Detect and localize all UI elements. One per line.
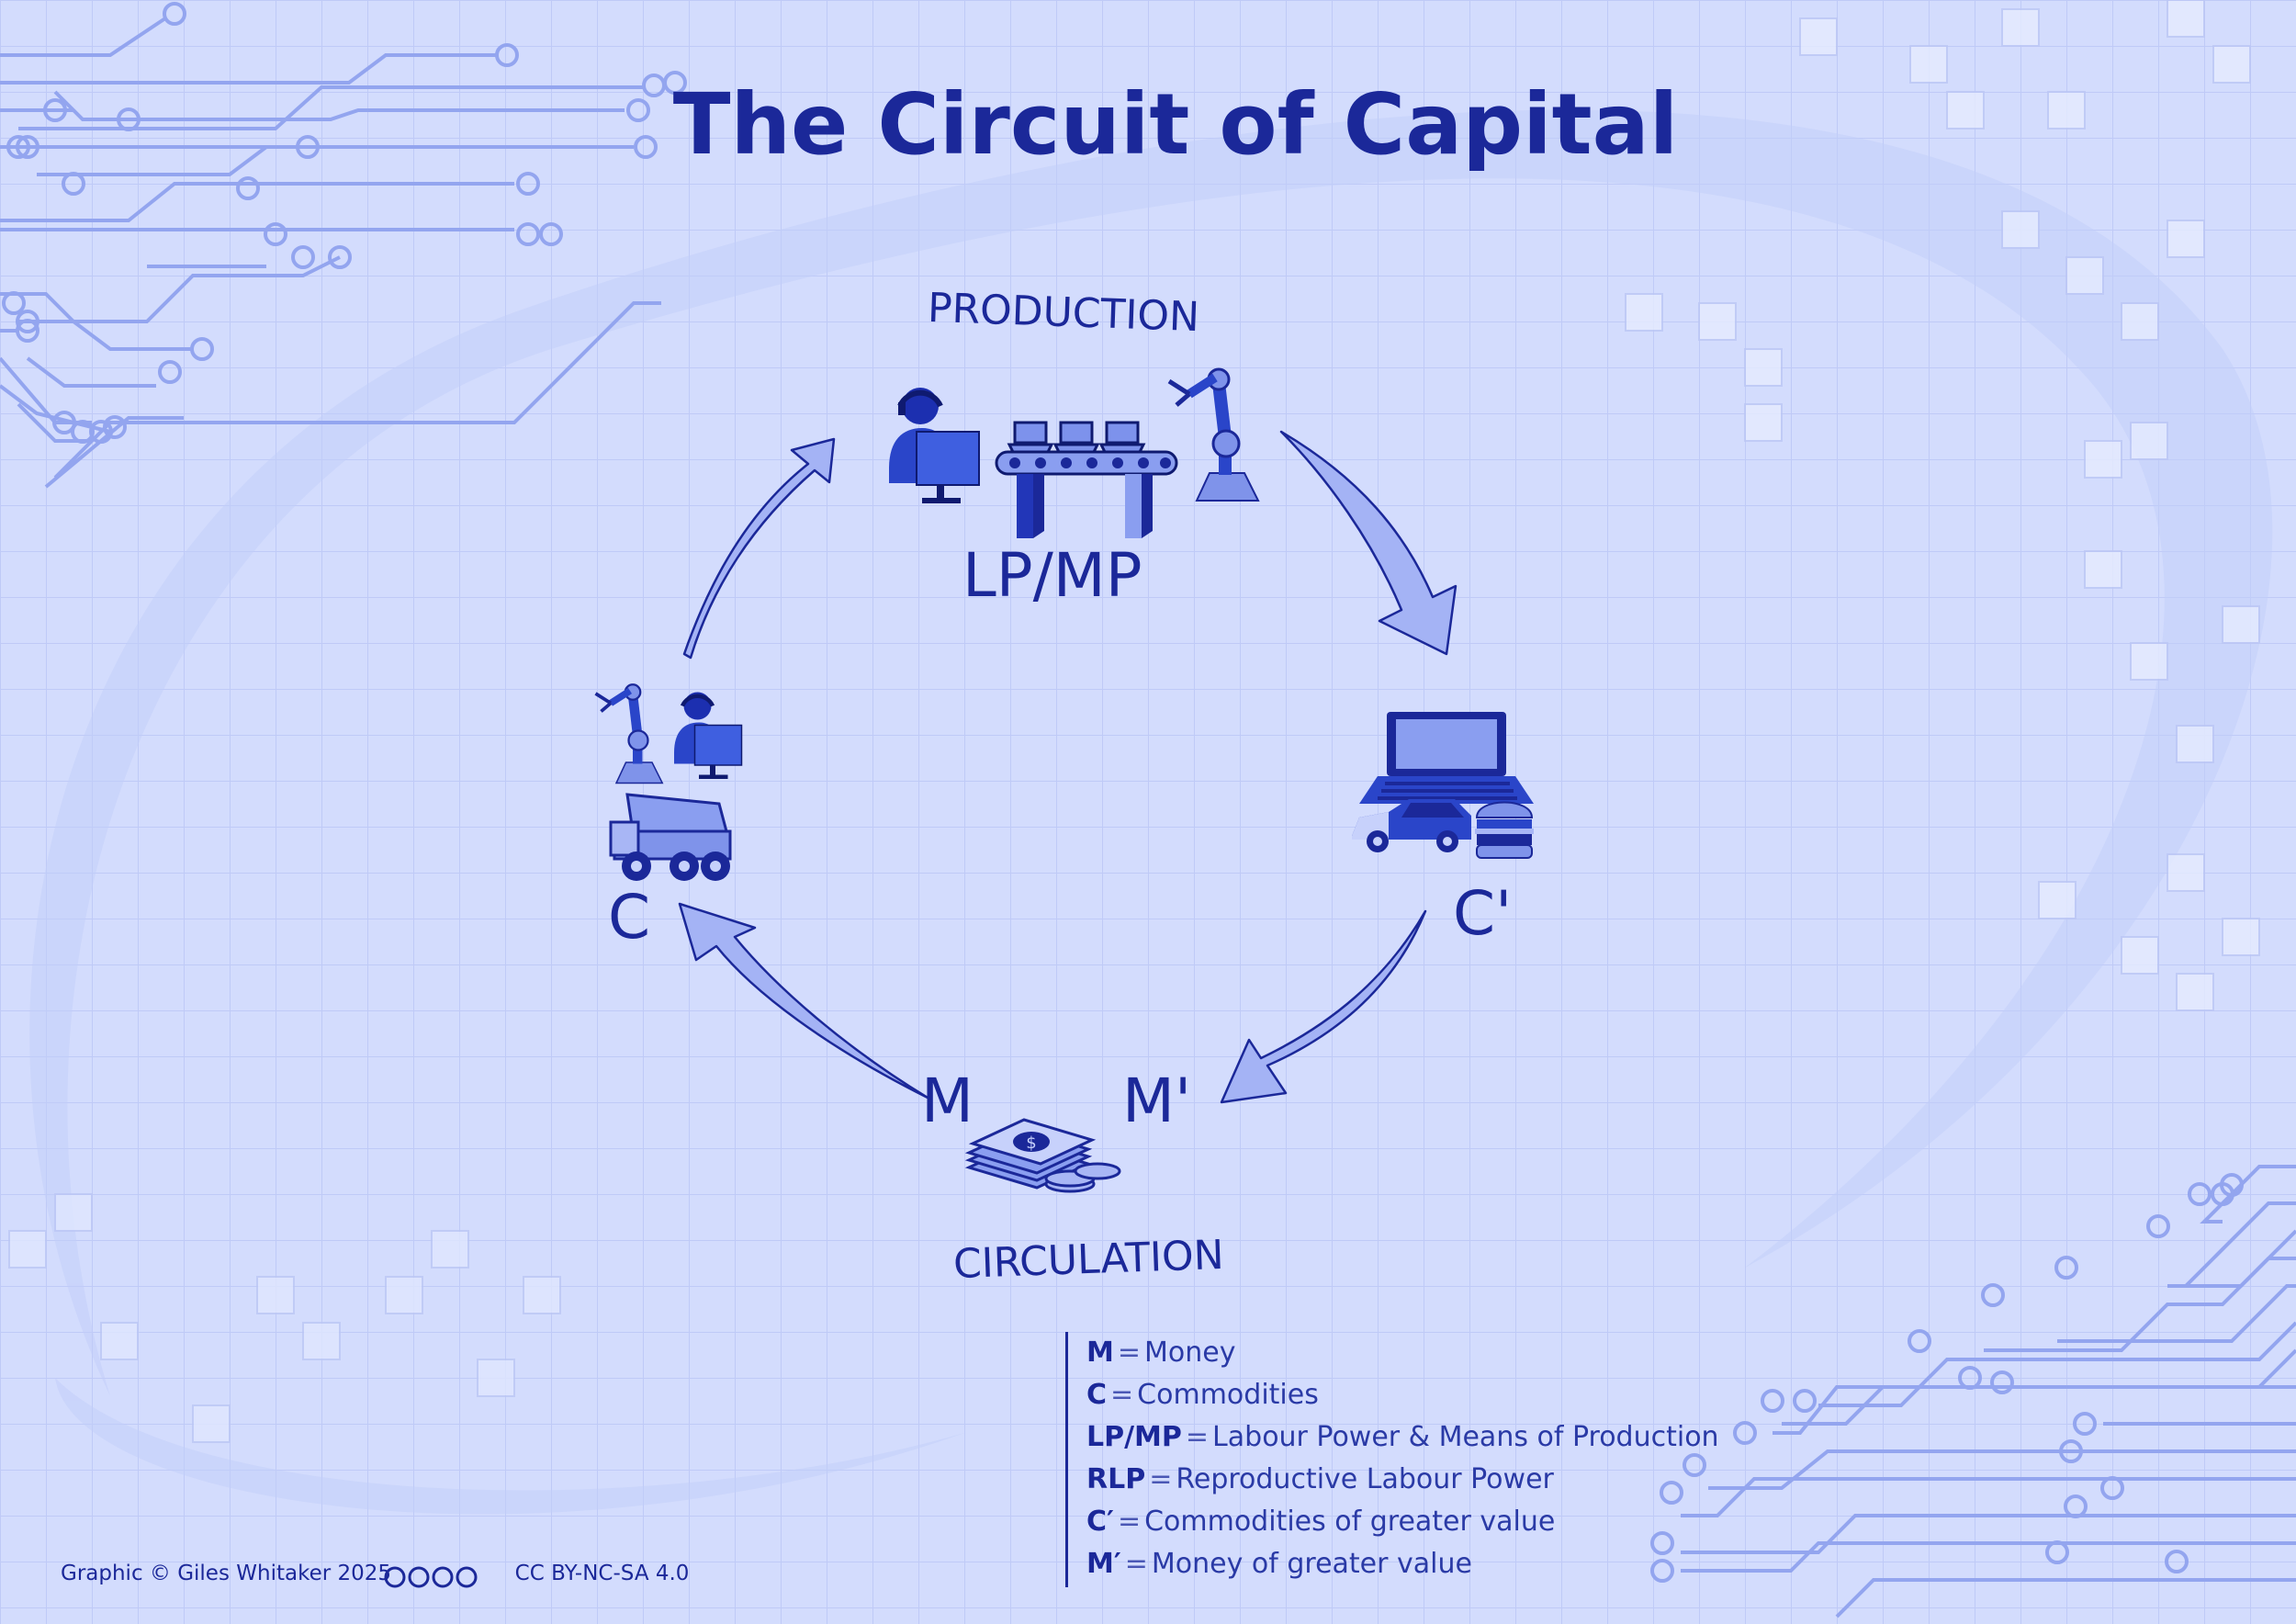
dump-truck-icon <box>609 793 732 881</box>
pixel-squares-decoration <box>1625 0 2260 1011</box>
legend-text: Money <box>1144 1336 1236 1369</box>
legend-equals: = <box>1117 1506 1142 1538</box>
worker-at-computer-icon <box>889 388 980 503</box>
laptop-icon <box>1359 712 1534 804</box>
legend-text: Commodities of greater value <box>1144 1506 1556 1538</box>
legend-text: Reproductive Labour Power <box>1176 1463 1554 1495</box>
legend-row: C′=Commodities of greater value <box>1086 1501 1784 1543</box>
legend-row: M′=Money of greater value <box>1086 1543 1784 1585</box>
legend-text: Money of greater value <box>1151 1548 1472 1580</box>
c-node-icons <box>594 683 743 881</box>
legend-text: Commodities <box>1137 1379 1319 1411</box>
circuit-board-decoration-top-left <box>0 2 687 489</box>
credit-text: Graphic © Giles Whitaker 2025 <box>61 1562 392 1585</box>
circulation-label: CIRCULATION <box>952 1231 1225 1289</box>
robot-arm-icon <box>1167 367 1260 502</box>
node-m-prime: M' <box>1122 1066 1192 1136</box>
legend-key: LP/MP <box>1086 1421 1182 1453</box>
legend-equals: = <box>1185 1421 1210 1453</box>
node-m: M <box>921 1066 974 1136</box>
legend-equals: = <box>1124 1548 1148 1580</box>
banknotes-and-coins-icon: $ <box>964 1118 1121 1193</box>
arrow-m-to-c <box>678 902 929 1100</box>
license-text: CC BY-NC-SA 4.0 <box>514 1562 690 1585</box>
node-c: C <box>608 882 651 953</box>
conveyor-belt-icon <box>995 421 1178 538</box>
production-label: PRODUCTION <box>927 284 1200 342</box>
car-icon <box>1352 799 1471 852</box>
legend-row: C=Commodities <box>1086 1374 1784 1416</box>
burger-icon <box>1475 801 1534 859</box>
legend-key: RLP <box>1086 1463 1146 1495</box>
legend-text: Labour Power & Means of Production <box>1212 1421 1719 1453</box>
arrow-c-to-lpmp <box>682 437 836 660</box>
arrow-lpmp-to-cprime <box>1279 430 1458 656</box>
page-title: The Circuit of Capital <box>672 75 1679 174</box>
legend: M=Money C=Commodities LP/MP=Labour Power… <box>1065 1332 1784 1587</box>
c-prime-icons <box>1352 712 1534 859</box>
cycle-arrows <box>678 430 1458 1104</box>
legend-row: RLP=Reproductive Labour Power <box>1086 1459 1784 1501</box>
pixel-squares-decoration-left <box>8 1193 561 1443</box>
legend-key: M′ <box>1086 1548 1121 1580</box>
node-lpmp: LP/MP <box>962 540 1142 611</box>
svg-text:$: $ <box>1026 1133 1036 1153</box>
robot-arm-icon <box>594 683 664 784</box>
circuit-board-decoration-bottom-right <box>1650 1165 2296 1618</box>
legend-row: LP/MP=Labour Power & Means of Production <box>1086 1416 1784 1459</box>
legend-key: M <box>1086 1336 1114 1369</box>
legend-key: C <box>1086 1379 1108 1411</box>
credit-line: Graphic © Giles Whitaker 2025 CC BY-NC-S… <box>61 1562 689 1585</box>
production-icons <box>889 367 1260 538</box>
decorative-swirl <box>29 109 2273 1515</box>
legend-row: M=Money <box>1086 1332 1784 1374</box>
node-c-prime: C' <box>1453 878 1513 949</box>
legend-equals: = <box>1149 1463 1173 1495</box>
legend-equals: = <box>1117 1336 1141 1369</box>
legend-equals: = <box>1110 1379 1134 1411</box>
arrow-cprime-to-mprime <box>1220 909 1427 1104</box>
license-icons <box>384 1566 478 1588</box>
worker-at-computer-icon <box>674 692 743 779</box>
legend-key: C′ <box>1086 1506 1114 1538</box>
